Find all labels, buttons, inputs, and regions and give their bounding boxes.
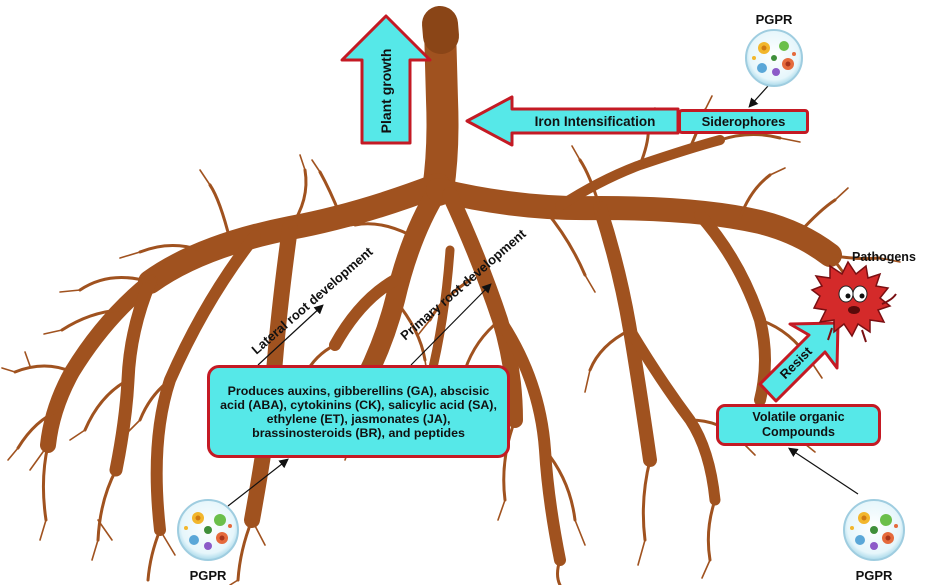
plant-growth-arrow: Plant growth xyxy=(342,16,430,143)
pathogens-label: Pathogens xyxy=(852,250,916,264)
plant-growth-label: Plant growth xyxy=(378,49,394,134)
phytohormones-text: Produces auxins, gibberellins (GA), absc… xyxy=(218,384,499,440)
microbe-dish-bottom-left-icon xyxy=(178,500,238,560)
pgpr-to-voc-arrow xyxy=(790,449,858,494)
siderophores-label: Siderophores xyxy=(702,114,786,129)
microbe-dish-top-icon xyxy=(746,30,802,86)
pgpr-bottom-left-label: PGPR xyxy=(190,568,227,583)
resist-arrow: Resist xyxy=(760,323,838,401)
siderophores-box: Siderophores xyxy=(678,109,809,134)
phytohormones-box: Produces auxins, gibberellins (GA), absc… xyxy=(207,365,510,458)
volatile-organic-compounds-box: Volatile organic Compounds xyxy=(716,404,881,446)
pgpr-to-siderophores-arrow xyxy=(750,86,768,106)
microbe-dish-bottom-right-icon xyxy=(844,500,904,560)
pgpr-bottom-right-label: PGPR xyxy=(856,568,893,583)
lateral-root-label: Lateral root development xyxy=(249,244,377,358)
iron-intensification-label: Iron Intensification xyxy=(535,114,656,129)
pgpr-top-label: PGPR xyxy=(756,12,793,27)
volatile-organic-compounds-text: Volatile organic Compounds xyxy=(725,410,872,440)
trunk-cap xyxy=(440,24,441,36)
